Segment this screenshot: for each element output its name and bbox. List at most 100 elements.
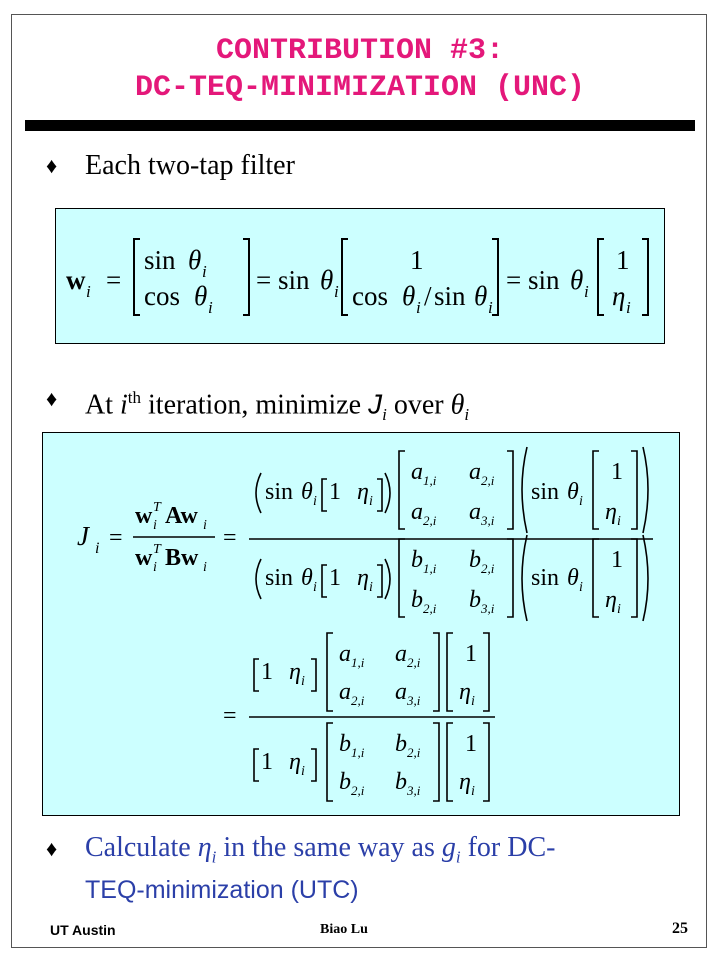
eq2-d-theta-1: θ bbox=[301, 565, 313, 591]
eq2-w-2-sub: i bbox=[153, 560, 157, 575]
eq2-n2-eta-2-sub: i bbox=[471, 694, 475, 709]
b2-prefix: At bbox=[85, 389, 120, 421]
eq1-slash: / bbox=[424, 281, 432, 311]
eq2-n-eta-2: η bbox=[605, 499, 617, 525]
eq2-Aw-sub: i bbox=[203, 518, 207, 533]
eq1-theta-6: θ bbox=[570, 265, 583, 295]
objective-equation-box: J i = w T i Aw i w T i Bw i = si bbox=[42, 432, 680, 816]
eq2-n-eta-1-sub: i bbox=[369, 494, 373, 509]
footer-author: Biao Lu bbox=[320, 922, 368, 937]
bullet-diamond-icon: ♦ bbox=[46, 836, 58, 861]
eq1-theta-1-sub: i bbox=[202, 262, 207, 281]
eq2-eq-2: = bbox=[223, 525, 237, 551]
eq2-d-sin-2: sin bbox=[531, 565, 559, 591]
eq2-d2-b3: b bbox=[339, 769, 351, 795]
eq2-T-1: T bbox=[153, 500, 162, 515]
b2-J-sub: i bbox=[382, 404, 387, 424]
eq2-eq-1: = bbox=[109, 525, 123, 551]
eq2-d-eta-2: η bbox=[605, 587, 617, 613]
eq2-b2-sub: 2,i bbox=[481, 561, 495, 576]
eq2-eq-3: = bbox=[223, 703, 237, 729]
b2-theta: θ bbox=[450, 389, 465, 421]
b3-eta: η bbox=[197, 832, 212, 863]
eq2-a4-sub: 3,i bbox=[480, 513, 495, 528]
eq1-one-2: 1 bbox=[616, 245, 630, 275]
eq2-d-eta-2-sub: i bbox=[617, 602, 621, 617]
eq2-w-2: w bbox=[135, 545, 153, 571]
eq2-b4: b bbox=[469, 587, 481, 613]
eq1-theta-5-sub: i bbox=[488, 298, 493, 317]
b2-theta-sub: i bbox=[464, 404, 470, 424]
eq2-a4: a bbox=[469, 499, 481, 525]
eq2-n2-a2: a bbox=[395, 641, 407, 667]
eq2-n-theta-1: θ bbox=[301, 479, 313, 505]
eq2-Bw-sub: i bbox=[203, 560, 207, 575]
eq1-w: w bbox=[66, 265, 86, 295]
filter-equation-box: w i = sin θ i cos θ i = sin θ i 1 bbox=[55, 208, 665, 344]
eq2-n2-a1-sub: 1,i bbox=[351, 655, 365, 670]
eq1-theta-3: θ bbox=[320, 265, 333, 295]
eq2-n2-one-1: 1 bbox=[261, 659, 273, 685]
b2-i: i bbox=[120, 389, 128, 421]
eq1-eq-2: = bbox=[256, 265, 271, 295]
eq2-b3: b bbox=[411, 587, 423, 613]
eq2-d2-b1: b bbox=[339, 731, 351, 757]
eq2-w-1: w bbox=[135, 503, 153, 529]
eq2-n2-a4: a bbox=[395, 679, 407, 705]
eq1-w-sub: i bbox=[86, 282, 91, 301]
eq2-J-sub: i bbox=[95, 540, 99, 557]
eq2-n-sin-2: sin bbox=[531, 479, 559, 505]
b3-mid: in the same way as bbox=[216, 832, 442, 863]
b3-calc: Calculate bbox=[85, 832, 198, 863]
eq1-cos-2: cos bbox=[352, 281, 388, 311]
eq1-eta-sub: i bbox=[626, 298, 631, 317]
eq2-d2-b4: b bbox=[395, 769, 407, 795]
bullet-2-text: At ith iteration, minimize Ji over θi bbox=[85, 382, 469, 431]
eq1-eq-1: = bbox=[106, 265, 121, 295]
eq2-d2-b2-sub: 2,i bbox=[407, 745, 421, 760]
eq2-b3-sub: 2,i bbox=[423, 601, 437, 616]
eq1-sin-4: sin bbox=[528, 265, 560, 295]
bullet-3-text: Calculate ηi in the same way as gi for D… bbox=[85, 832, 555, 906]
eq2-b4-sub: 3,i bbox=[480, 601, 495, 616]
eq1-cos-1: cos bbox=[144, 281, 180, 311]
eq2-n2-a3: a bbox=[339, 679, 351, 705]
eq2-d2-one-1: 1 bbox=[261, 749, 273, 775]
eq2-d-theta-2: θ bbox=[567, 565, 579, 591]
bullet-1-text: Each two-tap filter bbox=[85, 150, 295, 181]
filter-equation: w i = sin θ i cos θ i = sin θ i 1 bbox=[66, 238, 649, 317]
eq2-d-one-2: 1 bbox=[611, 547, 623, 573]
eq2-n2-eta-1-sub: i bbox=[301, 674, 305, 689]
eq2-n-one-1: 1 bbox=[329, 479, 341, 505]
eq1-theta-5: θ bbox=[474, 281, 487, 311]
eq2-a2: a bbox=[469, 459, 481, 485]
eq2-n-theta-2: θ bbox=[567, 479, 579, 505]
eq1-sin-2: sin bbox=[278, 265, 310, 295]
eq2-a3: a bbox=[411, 499, 423, 525]
eq2-n-one-2: 1 bbox=[611, 459, 623, 485]
eq1-eta: η bbox=[612, 281, 625, 311]
eq2-w-1-sub: i bbox=[153, 518, 157, 533]
eq2-d-one-1: 1 bbox=[329, 565, 341, 591]
eq1-theta-4-sub: i bbox=[416, 298, 421, 317]
eq2-n2-a2-sub: 2,i bbox=[407, 655, 421, 670]
eq2-J: J bbox=[77, 521, 91, 551]
footer-affiliation: UT Austin bbox=[50, 922, 116, 938]
eq2-n2-eta-2: η bbox=[459, 679, 471, 705]
eq2-n-sin-1: sin bbox=[265, 479, 293, 505]
eq2-d-sin-1: sin bbox=[265, 565, 293, 591]
eq2-n-theta-1-sub: i bbox=[313, 494, 317, 509]
b3-g-sub: i bbox=[455, 847, 461, 867]
eq2-a2-sub: 2,i bbox=[481, 473, 495, 488]
eq1-eq-3: = bbox=[506, 265, 521, 295]
objective-equation: J i = w T i Aw i w T i Bw i = si bbox=[77, 446, 653, 802]
b2-rest: iteration, minimize bbox=[141, 389, 369, 421]
eq2-n-theta-2-sub: i bbox=[579, 494, 583, 509]
eq1-sin-3: sin bbox=[434, 281, 466, 311]
eq2-d-theta-2-sub: i bbox=[579, 580, 583, 595]
eq2-d2-b1-sub: 1,i bbox=[351, 745, 365, 760]
eq2-a1-sub: 1,i bbox=[423, 473, 437, 488]
eq2-b1-sub: 1,i bbox=[423, 561, 437, 576]
eq2-Bw: Bw bbox=[165, 545, 199, 571]
